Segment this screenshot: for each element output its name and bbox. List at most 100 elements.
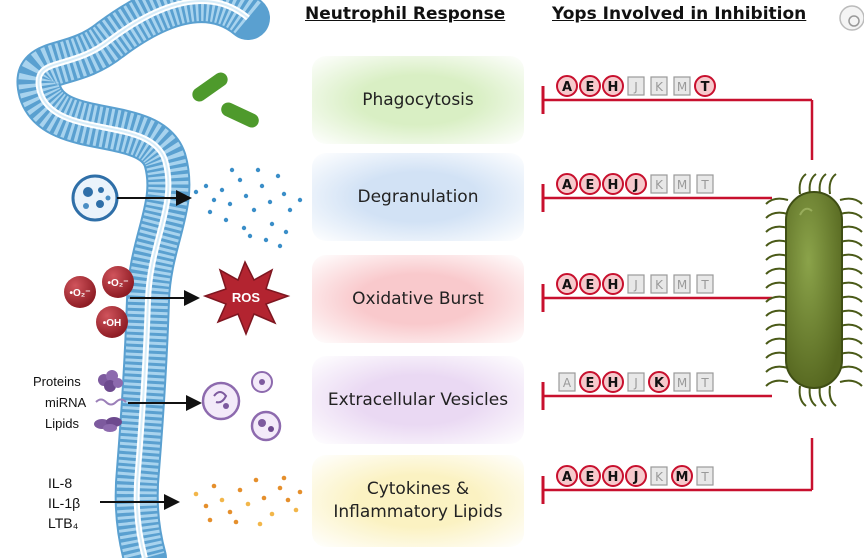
yop-e-badge: E [579,75,601,97]
cytokine-particle [269,511,275,517]
yop-t-badge: T [696,372,714,392]
cilium [828,385,837,407]
cilium [839,267,863,275]
granule-particle [287,207,293,213]
cilium [839,253,863,261]
yop-j-badge: J [625,465,647,487]
granule-particle [193,189,199,195]
svg-text:H: H [608,80,619,95]
svg-text:H: H [608,376,619,391]
svg-text:T: T [701,80,710,95]
svg-text:T: T [700,376,709,390]
cilium [818,173,827,195]
svg-text:K: K [655,80,664,94]
yop-h-badge: H [602,465,624,487]
cilium [839,323,863,331]
yop-a-badge: A [556,273,578,295]
cilium [808,173,817,195]
cilium [839,365,863,373]
cilium [839,295,863,303]
il1b-label: IL-1β [48,495,81,511]
granule-particle [229,167,235,173]
yop-m-badge: M [673,76,691,96]
inhibition-connectors [541,86,814,504]
cytokine-particle [219,497,225,503]
svg-text:M: M [677,80,687,94]
cytokine-particle [227,509,233,515]
granule-particle [227,201,233,207]
ros-burst-icon: ROS [202,260,291,337]
cilium [839,309,863,317]
granule-particle [283,229,289,235]
granule-particle [267,199,273,205]
yop-k-badge: K [648,371,670,393]
yop-m-badge: M [671,465,693,487]
cilium [808,385,817,407]
yop-a-badge: A [556,465,578,487]
cytokine-particle [277,485,283,491]
svg-text:K: K [655,278,664,292]
small-bacterium-icon [221,102,259,128]
granule-particle [237,177,243,183]
granule-particle [223,217,229,223]
svg-text:K: K [654,376,665,391]
yop-k-badge: K [650,466,668,486]
granule-particle [281,191,287,197]
svg-text:M: M [676,470,689,485]
yops-header: Yops Involved in Inhibition [552,4,807,24]
cilium [765,211,789,219]
cilium [839,281,863,289]
cytokine-particle [245,501,251,507]
cilium [828,173,837,195]
cytokine-particle [253,477,259,483]
cilium [839,351,863,359]
il8-label: IL-8 [48,475,73,491]
lipids-label: Lipids [45,416,79,431]
cytokine-particle [211,483,217,489]
hydroxyl-radical-icon: •OH [96,306,128,338]
mirna-label: miRNA [45,395,87,410]
yop-a-badge: A [556,173,578,195]
response-label: Degranulation [357,186,479,207]
cilium [765,379,789,387]
svg-text:E: E [586,178,595,193]
yop-t-badge: T [696,274,714,294]
svg-text:A: A [562,178,572,193]
granule-particle [211,197,217,203]
granule-particle [297,197,303,203]
granule-particle [247,233,253,239]
granule-particle [277,243,283,249]
yop-e-badge: E [579,173,601,195]
granule-particle [219,187,225,193]
yop-k-badge: K [650,76,668,96]
cytokine-particle [281,475,287,481]
cilium [839,337,863,345]
yop-k-badge: K [650,174,668,194]
svg-text:A: A [562,80,572,95]
vesicle-icon [250,410,282,442]
cilium [839,239,863,247]
svg-text:A: A [562,278,572,293]
svg-text:J: J [633,178,639,193]
yop-j-badge: J [627,274,645,294]
response-oxidative-burst: Oxidative Burst [312,255,524,343]
cilium [765,309,789,317]
response-cytokines: Cytokines & Inflammatory Lipids [312,455,524,547]
cytokine-particle [203,503,209,509]
yop-t-badge: T [696,466,714,486]
svg-text:K: K [655,178,664,192]
degranulation-particles [193,167,303,249]
yop-j-badge: J [627,372,645,392]
yop-h-badge: H [602,75,624,97]
svg-text:•OH: •OH [103,318,122,329]
yop-m-badge: M [673,274,691,294]
svg-text:ROS: ROS [232,290,261,305]
svg-text:H: H [608,278,619,293]
granule-particle [263,237,269,243]
cilium [765,225,789,233]
cilium [765,197,789,205]
cilium [765,365,789,373]
svg-text:J: J [633,376,638,390]
granule-particle [275,173,281,179]
